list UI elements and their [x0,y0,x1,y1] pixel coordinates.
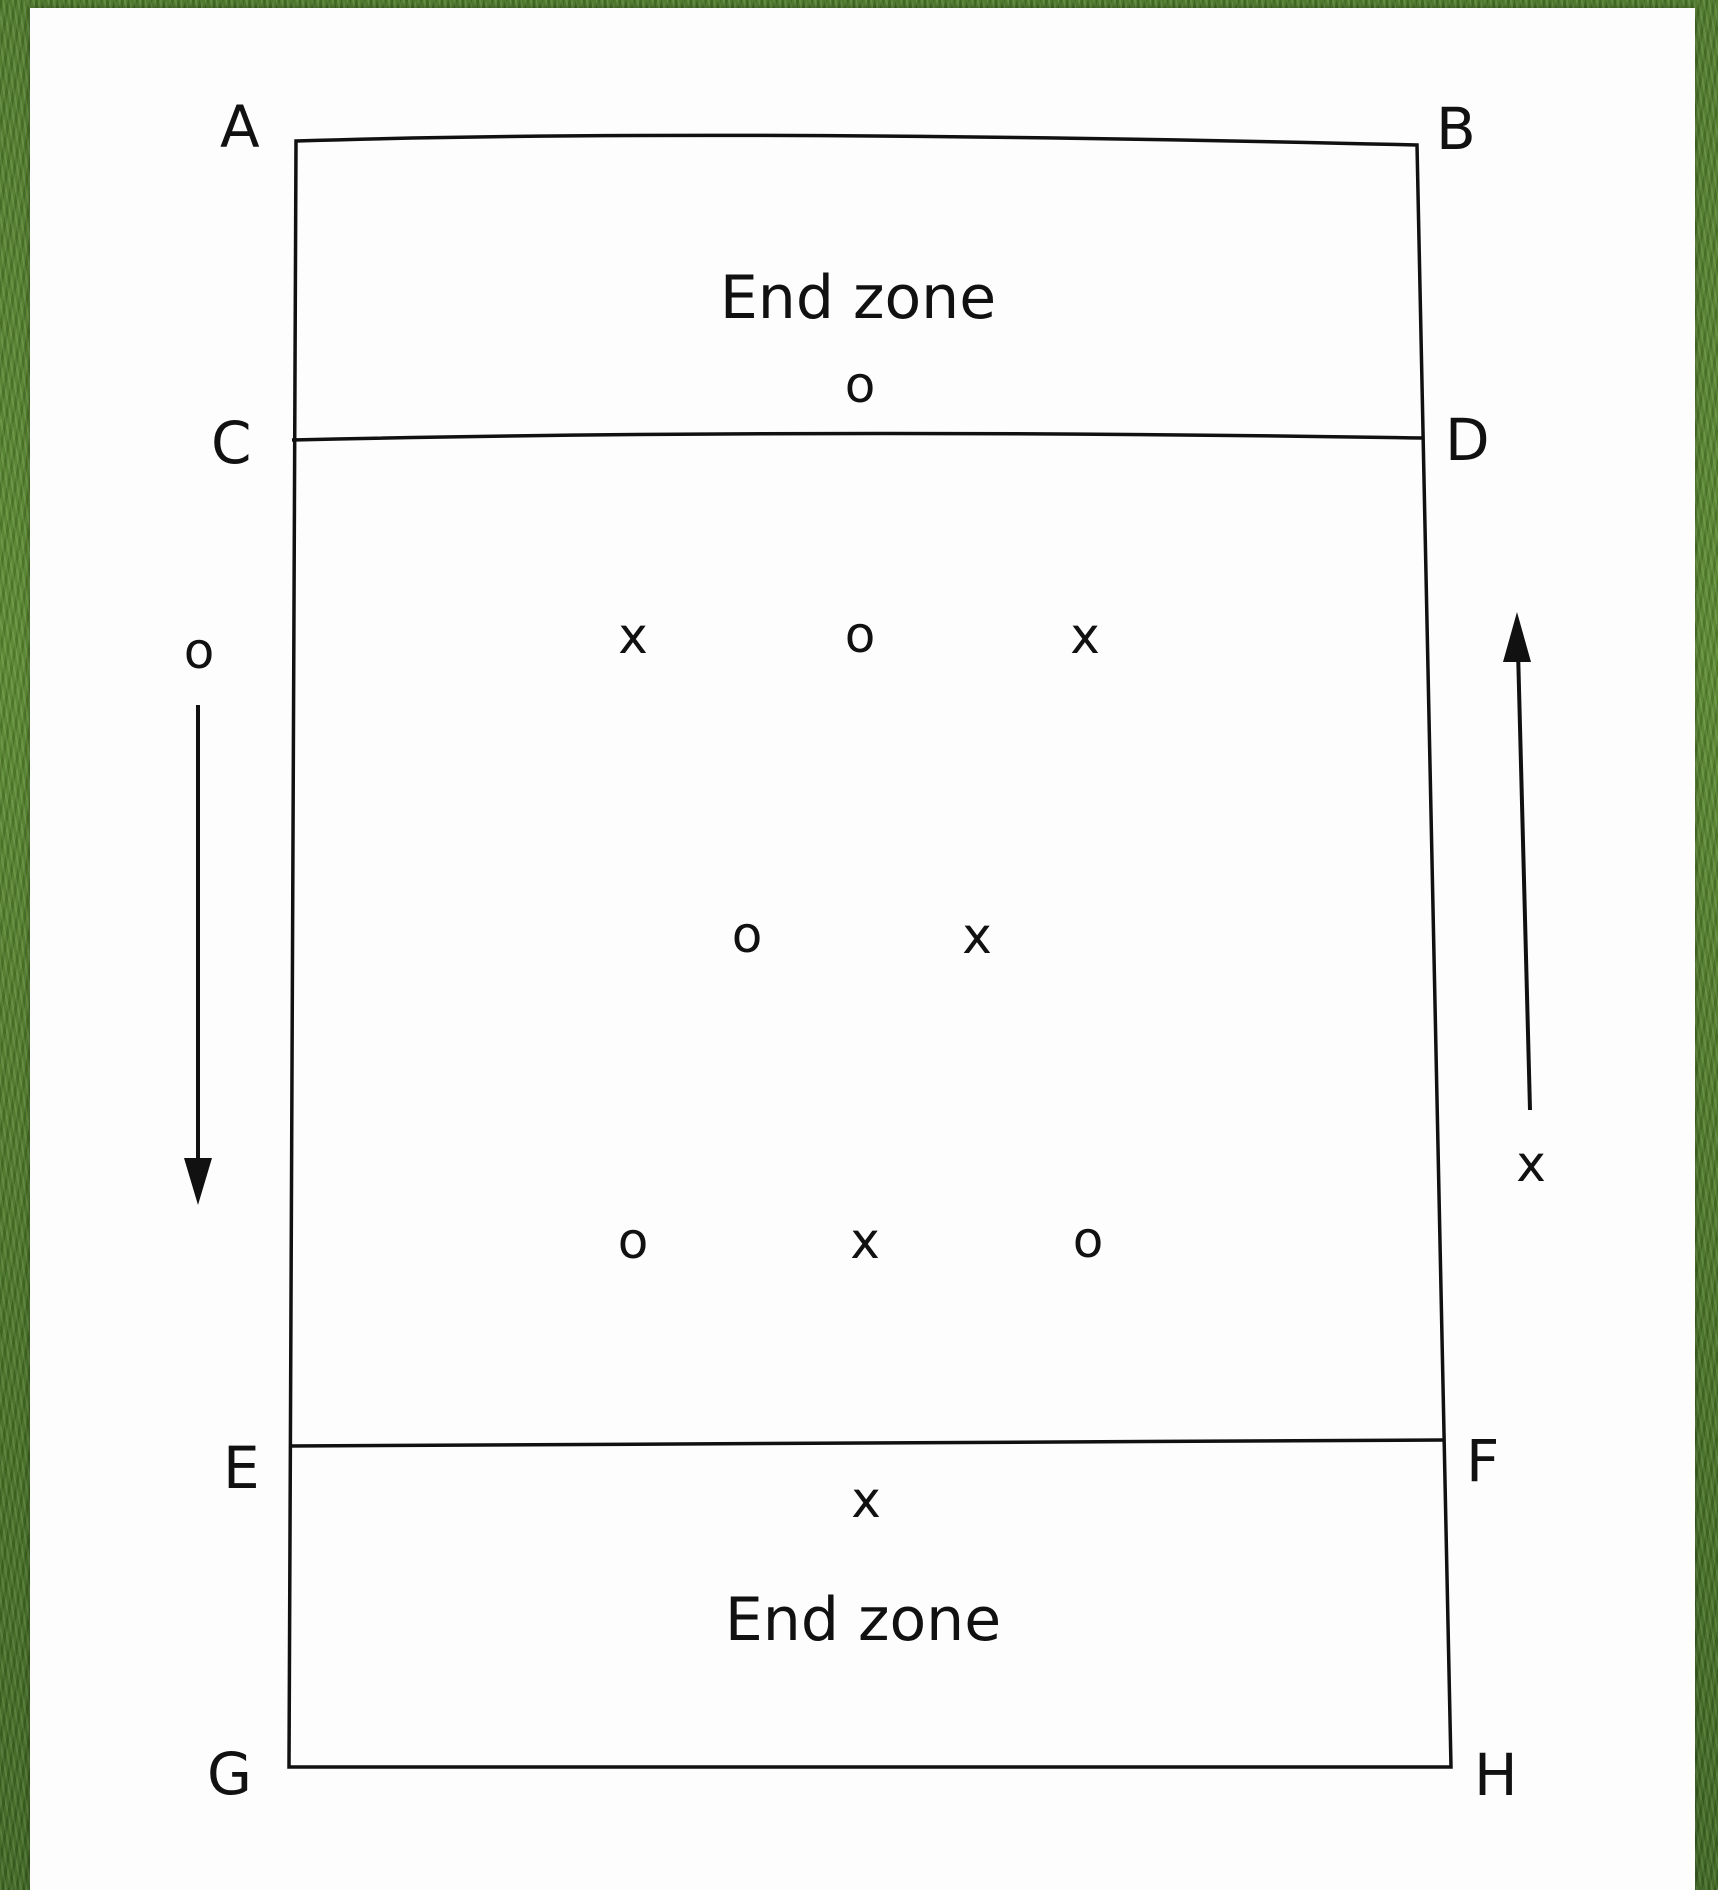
endzone-line-bottom [289,1440,1443,1446]
corner-label-e: E [223,1434,260,1502]
corner-label-f: F [1466,1427,1499,1495]
endzone-line-top [292,433,1423,440]
arrow-up-icon [1503,612,1531,1110]
corner-label-c: C [211,409,252,477]
player-row1-left: x [618,607,648,665]
corner-label-b: B [1436,95,1476,163]
player-row2-left: o [732,906,763,964]
player-row3-center: x [850,1212,880,1270]
endzone-label-top: End zone [720,263,996,333]
player-outside-right: x [1516,1135,1546,1193]
corner-label-a: A [220,93,260,161]
corner-label-g: G [207,1740,252,1808]
player-bottom-endzone: x [851,1471,881,1529]
player-row3-left: o [618,1212,649,1270]
arrow-down-icon [184,705,212,1205]
player-top-endzone: o [845,356,876,414]
corner-label-d: D [1445,406,1490,474]
endzone-label-bottom: End zone [725,1585,1001,1655]
player-row1-center: o [845,606,876,664]
player-outside-left: o [184,622,215,680]
player-row1-right: x [1070,607,1100,665]
player-row2-right: x [962,907,992,965]
corner-label-h: H [1474,1741,1518,1809]
player-row3-right: o [1073,1211,1104,1269]
